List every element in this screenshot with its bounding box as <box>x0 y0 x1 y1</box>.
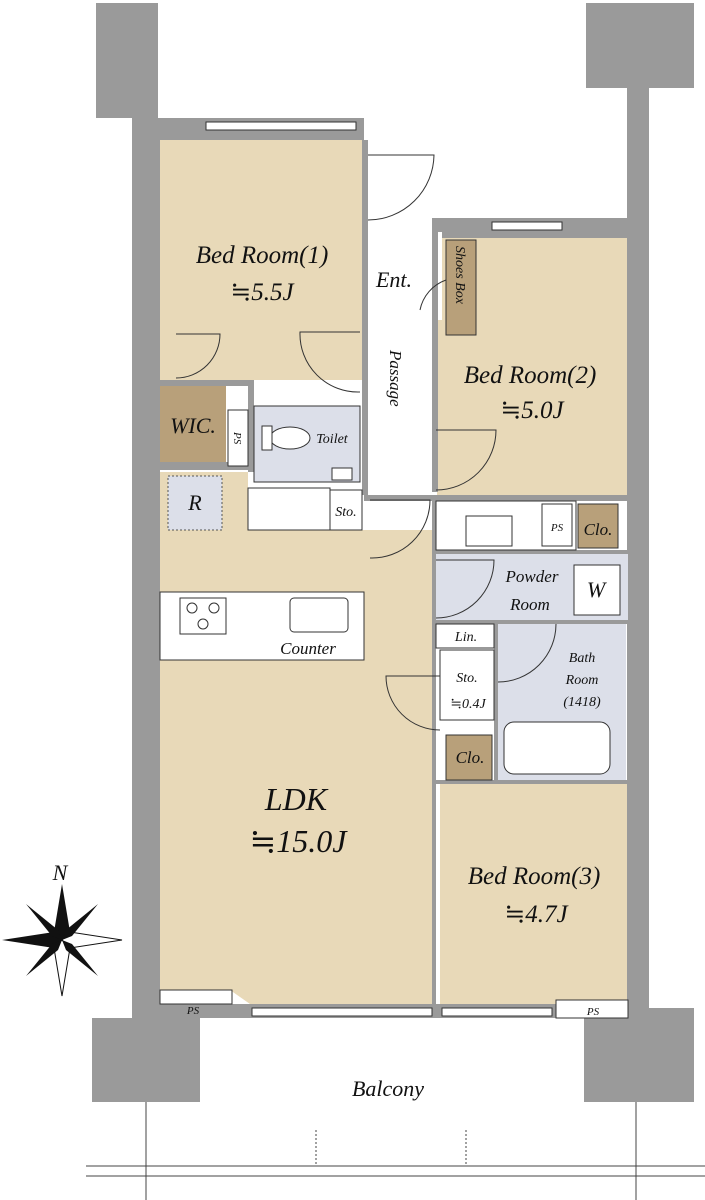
balcony-label: Balcony <box>352 1076 424 1101</box>
ps-label-2: PS <box>550 522 564 534</box>
closet-2 <box>577 503 619 549</box>
wic-label: WIC. <box>170 413 216 438</box>
partitions <box>158 140 628 1004</box>
toilet-bowl-icon <box>269 426 311 450</box>
ps-label-4: PS <box>586 1006 600 1018</box>
ps-label-3: PS <box>186 1005 200 1017</box>
powder-room-label-2: Room <box>509 595 550 614</box>
compass-icon <box>2 884 123 997</box>
passage-floor <box>364 320 436 495</box>
bed-room-1-name: Bed Room(1) <box>196 242 329 269</box>
washer-label: W <box>587 577 607 602</box>
bed-room-2-size: ≒5.0J <box>500 397 565 424</box>
washer-icon <box>573 564 621 616</box>
entrance-label: Ent. <box>375 267 412 292</box>
shoes-box <box>445 239 477 336</box>
door-swings <box>175 154 557 731</box>
bed-room-3-name: Bed Room(3) <box>468 863 601 890</box>
bath-room-label-1: Bath <box>569 651 595 666</box>
bed-room-1-size: ≒5.5J <box>230 279 295 306</box>
bath-room-label-3: (1418) <box>563 695 601 710</box>
bed-room-3-size: ≒4.7J <box>504 901 569 928</box>
stove-icon <box>179 597 227 635</box>
compass-north-label: N <box>52 860 69 885</box>
vanity-sink-icon <box>465 515 513 547</box>
closet-2-label: Clo. <box>584 520 613 539</box>
entrance-floor <box>364 232 442 320</box>
column-bottom-right <box>584 1008 694 1102</box>
toilet-sink-icon <box>331 467 353 481</box>
bath-room-label-2: Room <box>565 673 599 688</box>
bathtub-icon <box>503 721 611 775</box>
powder-room-label-1: Powder <box>505 567 559 586</box>
storage-small-label: Sto. <box>335 505 356 520</box>
storage-mid-size: ≒0.4J <box>450 697 486 712</box>
column-top-left <box>96 3 158 118</box>
linen-label: Lin. <box>454 630 477 645</box>
bed-room-2-name: Bed Room(2) <box>464 362 597 389</box>
refrigerator-space <box>167 475 223 531</box>
toilet-label: Toilet <box>316 432 348 447</box>
toilet-tank-icon <box>261 425 273 451</box>
windows <box>205 121 563 1017</box>
ps-shaft-powder <box>541 503 573 547</box>
bed-room-1-floor <box>160 140 362 380</box>
wall-right <box>627 88 649 1018</box>
kitchen-sink-icon <box>289 597 349 633</box>
closet-3 <box>445 734 493 781</box>
closet-3-label: Clo. <box>456 748 485 767</box>
ldk-name: LDK <box>264 781 329 817</box>
ps-shaft-wic <box>227 409 249 467</box>
counter-label: Counter <box>280 639 336 658</box>
storage-block <box>247 487 331 531</box>
passage-label: Passage <box>386 349 405 407</box>
wall-left <box>132 118 160 1018</box>
wic-storage <box>160 386 226 462</box>
ps-shaft-bed3 <box>555 999 629 1019</box>
balcony-railing <box>86 1102 705 1200</box>
shoes-box-label: Shoes Box <box>452 246 467 305</box>
bed-room-3-floor <box>440 782 627 1004</box>
refrigerator-label: R <box>187 490 202 515</box>
storage-mid <box>439 649 495 721</box>
storage-mid-label: Sto. <box>456 671 477 686</box>
column-top-right <box>586 3 694 88</box>
ps-label-1: PS <box>231 431 243 445</box>
storage-small <box>329 489 363 531</box>
linen-closet <box>435 623 495 649</box>
ps-shaft-ldk <box>159 989 233 1005</box>
ldk-size: ≒15.0J <box>249 823 348 859</box>
column-bottom-left <box>92 1018 200 1102</box>
